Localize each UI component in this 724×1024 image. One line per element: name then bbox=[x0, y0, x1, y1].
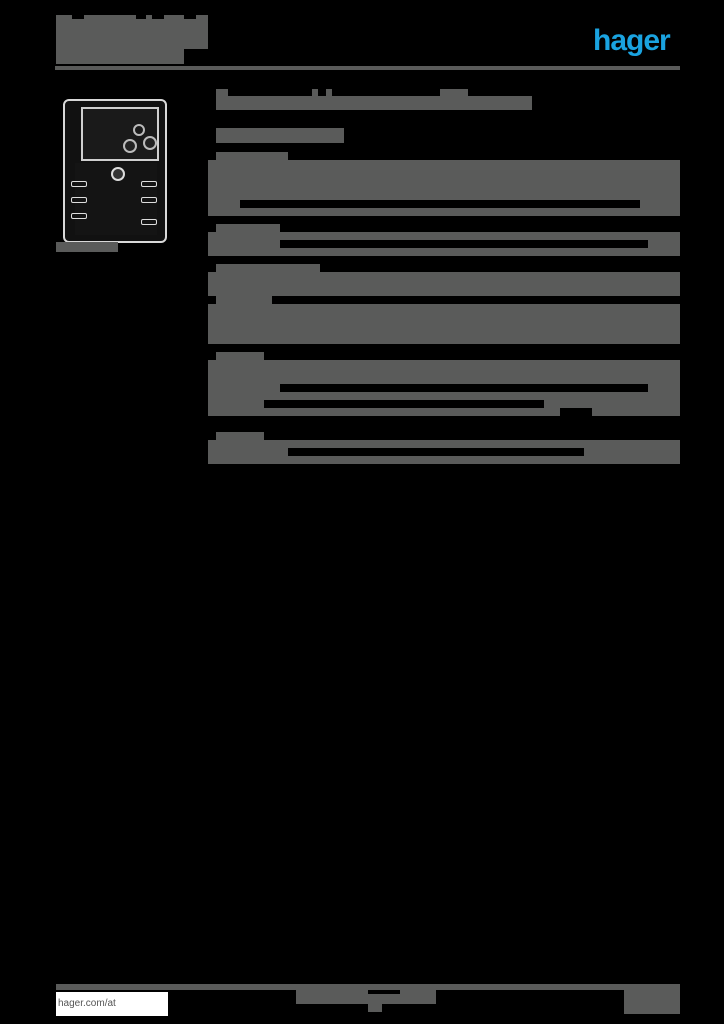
footer-page-info bbox=[624, 990, 680, 1014]
page-subtitle bbox=[216, 128, 344, 143]
product-caption bbox=[56, 242, 118, 252]
product-image bbox=[63, 99, 167, 243]
hager-logo: hager bbox=[593, 24, 671, 57]
website-link[interactable]: hager.com/at bbox=[56, 992, 168, 1016]
header-rule bbox=[55, 66, 680, 70]
footer-rule bbox=[56, 984, 680, 990]
